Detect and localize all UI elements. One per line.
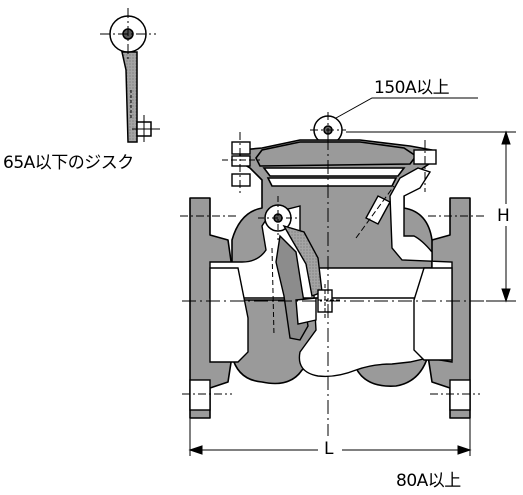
size-150a-label: 150A以上 xyxy=(374,78,450,98)
height-dimension-label: H xyxy=(497,206,510,226)
cover-bolt-left xyxy=(222,132,260,196)
small-disc-label: 65A以下のジスク xyxy=(3,153,134,173)
side-plug xyxy=(355,185,395,239)
cover-bolt-right xyxy=(413,140,437,192)
swing-disc xyxy=(275,224,340,341)
seat-line xyxy=(271,247,275,337)
length-dimension-label: L xyxy=(324,439,334,459)
label-leader-150 xyxy=(335,97,478,119)
dimension-l xyxy=(188,418,472,456)
size-caption-label: 80A以上 xyxy=(396,471,461,491)
flange-bolts xyxy=(180,215,484,411)
small-disc-detail xyxy=(100,8,160,143)
dimension-h xyxy=(346,130,516,303)
disc-hanger-arm xyxy=(121,51,138,143)
valve-cover xyxy=(255,141,418,187)
hinge-pin xyxy=(258,196,298,240)
